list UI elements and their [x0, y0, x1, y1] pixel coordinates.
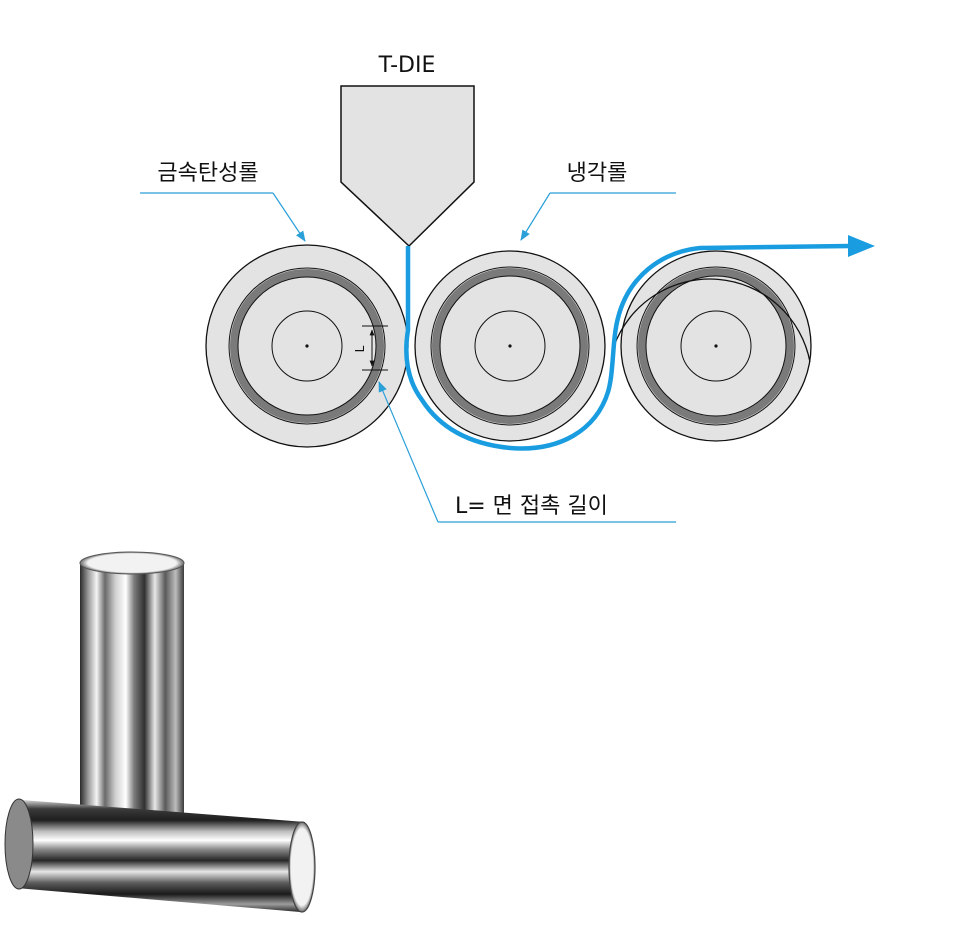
contact-length-label: L= 면 접촉 길이: [455, 494, 608, 519]
film-direction-arrow: [848, 235, 875, 257]
metal-roll-leader: [272, 192, 306, 242]
cooling-roll: [414, 250, 606, 442]
tdie-body: [340, 85, 475, 248]
metal-elastic-roll: [205, 244, 409, 448]
cooling-roll-label: 냉각롤: [567, 161, 628, 186]
metal-roll-label: 금속탄성롤: [157, 161, 258, 186]
tdie-label: T-DIE: [378, 53, 436, 78]
third-roll: [613, 250, 812, 442]
cooling-roll-leader: [520, 192, 551, 241]
contact-length-leader: [378, 381, 439, 523]
metal-tube-photo: [4, 551, 316, 913]
contact-length-dimension: L: [353, 325, 388, 371]
dimension-letter: L: [353, 345, 367, 352]
film-path: [404, 243, 851, 451]
